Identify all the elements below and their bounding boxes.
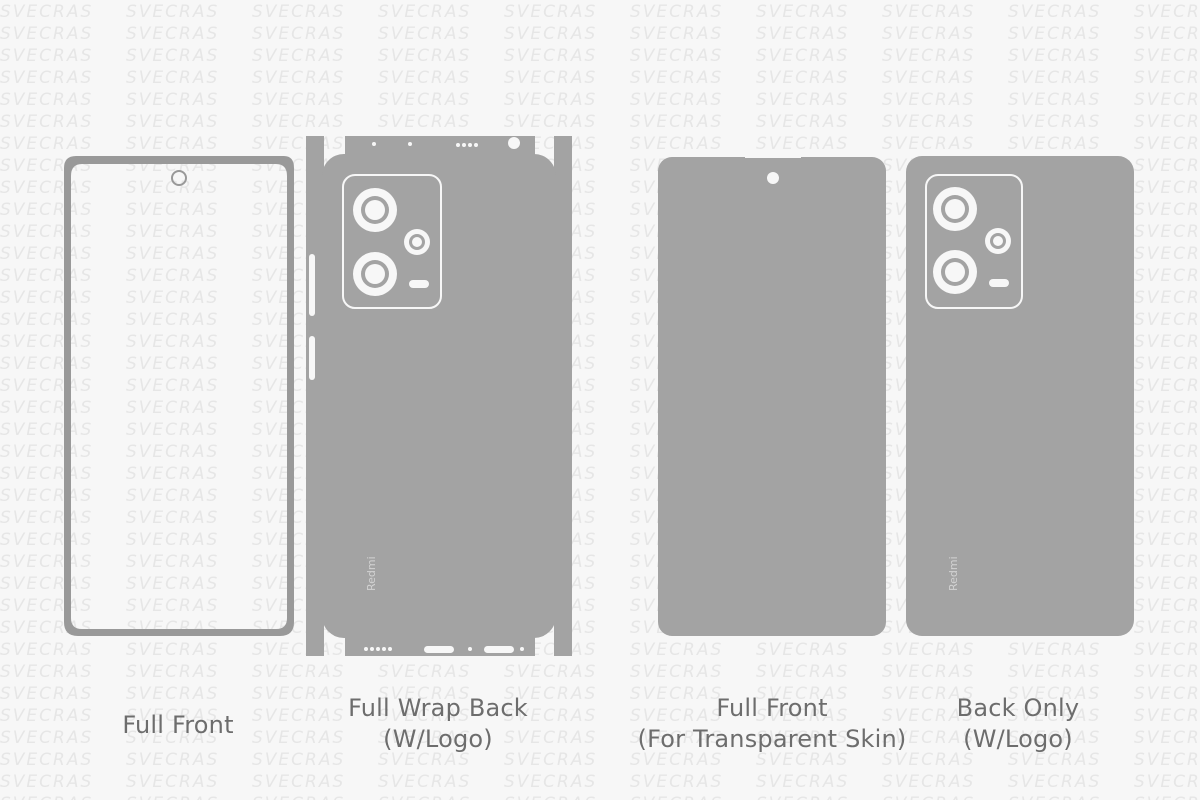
caption-full-front-transparent: Full Front (For Transparent Skin) (620, 693, 924, 755)
front-camera-hole (171, 170, 187, 186)
front-camera-cutout (767, 172, 779, 184)
bottom-speaker-dot (376, 647, 380, 651)
caption-line: Full Front (122, 711, 234, 739)
wrap-left-side-strip (306, 136, 324, 656)
top-jack-hole (508, 137, 520, 149)
bottom-speaker-dot (382, 647, 386, 651)
top-speaker-dot (456, 143, 460, 147)
bottom-speaker-dot (364, 647, 368, 651)
camera-module-outline (925, 174, 1023, 309)
main-camera-lens-core (365, 200, 385, 220)
top-speaker-dot (468, 143, 472, 147)
second-camera-lens-core (945, 262, 965, 282)
caption-full-wrap-back: Full Wrap Back (W/Logo) (318, 693, 558, 755)
top-mic-hole (372, 142, 376, 146)
full-front-transparent-template (658, 155, 886, 636)
volume-key-slot (309, 254, 315, 316)
back-only-template: Redmi (906, 156, 1134, 636)
caption-line: Back Only (956, 694, 1080, 722)
back-solid-panel (906, 156, 1134, 636)
brand-logo: Redmi (365, 556, 378, 591)
front-solid-panel (658, 157, 886, 636)
caption-line: (W/Logo) (383, 725, 493, 753)
caption-back-only: Back Only (W/Logo) (918, 693, 1118, 755)
main-camera-lens-core (945, 199, 965, 219)
top-speaker-dot (474, 143, 478, 147)
caption-line: Full Wrap Back (348, 694, 528, 722)
caption-line: (W/Logo) (963, 725, 1073, 753)
caption-full-front: Full Front (78, 710, 278, 741)
wrap-top-strip (345, 136, 535, 156)
top-ir-hole (408, 142, 412, 146)
full-wrap-back-template: Redmi (306, 136, 572, 656)
brand-logo: Redmi (947, 556, 960, 591)
second-camera-lens-core (365, 264, 385, 284)
power-key-slot (309, 336, 315, 380)
flash-slot (409, 280, 429, 288)
front-earpiece-notch (745, 155, 801, 158)
bottom-speaker-dot (388, 647, 392, 651)
third-camera-lens-core (412, 237, 422, 247)
usb-port-slot (424, 646, 454, 653)
wrap-right-side-strip (554, 136, 572, 656)
sim-tray-slot (484, 646, 514, 653)
wrap-back-panel (322, 154, 556, 638)
bottom-mic-hole (468, 647, 472, 651)
caption-line: (For Transparent Skin) (637, 725, 907, 753)
bottom-speaker-dot (370, 647, 374, 651)
sim-eject-hole (520, 647, 524, 651)
caption-line: Full Front (716, 694, 828, 722)
camera-module-outline (342, 174, 442, 309)
full-front-template (64, 156, 294, 636)
flash-slot (989, 279, 1009, 287)
top-speaker-dot (462, 143, 466, 147)
third-camera-lens-core (993, 236, 1003, 246)
